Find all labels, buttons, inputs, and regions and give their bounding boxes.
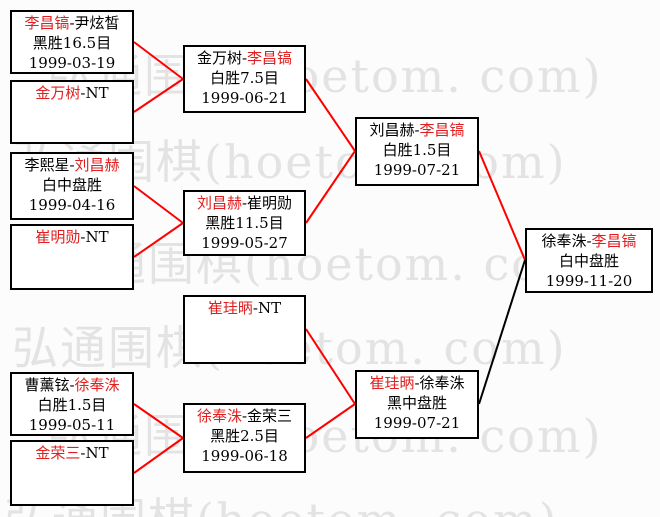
player-name: 李昌镐 (24, 14, 70, 32)
player-name: 崔珪昞 (207, 299, 253, 317)
player-name: 刘昌赫- (369, 121, 420, 139)
player-name: 金万树- (196, 49, 248, 67)
match-result: 白胜1.5目 (382, 141, 452, 159)
final-match-box: 徐奉洙-李昌镐 白中盘胜 1999-11-20 (525, 228, 653, 293)
bracket-line (133, 403, 184, 439)
bracket-line (133, 41, 184, 80)
match-date: 1999-06-18 (201, 447, 288, 465)
player-name: 李昌镐 (419, 121, 465, 139)
round1-bye-box: 崔明勋-NT (10, 224, 134, 290)
match-result: 黑胜16.5目 (32, 34, 112, 52)
player-name: -金荣三 (241, 407, 293, 425)
player-name: -崔明勋 (241, 194, 293, 212)
match-result: 黑中盘胜 (386, 394, 447, 412)
player-name: -NT (252, 299, 282, 317)
match-date: 1999-03-19 (28, 54, 116, 72)
match-players: 崔珪昞-徐奉洙 (357, 373, 477, 393)
match-players: 崔珪昞-NT (185, 298, 304, 318)
match-result: 白中盘胜 (41, 176, 102, 194)
round1-match-box: 李熙星-刘昌赫 白中盘胜 1999-04-16 (10, 152, 134, 220)
bracket-line (305, 403, 356, 439)
match-result: 黑胜11.5目 (205, 214, 284, 232)
match-result: 白胜7.5目 (210, 69, 279, 87)
player-name: 刘昌赫 (196, 194, 242, 212)
match-date: 1999-05-27 (201, 234, 288, 252)
match-players: 刘昌赫-李昌镐 (357, 120, 477, 140)
round1-bye-box: 金荣三-NT (10, 440, 134, 506)
match-players: 金荣三-NT (12, 443, 132, 463)
player-name: -NT (80, 444, 109, 462)
hoetom-watermark: 弘通围棋(hoetom. com) (48, 409, 603, 463)
match-players: 崔明勋-NT (12, 227, 132, 247)
match-players: 曹薰铉-徐奉洙 (12, 375, 132, 395)
bracket-line (133, 78, 184, 113)
match-result: 白胜1.5目 (37, 396, 107, 414)
round2-match-box: 金万树-李昌镐 白胜7.5目 1999-06-21 (183, 45, 306, 113)
match-date: 1999-07-21 (373, 161, 461, 179)
player-name: 崔明勋 (35, 228, 81, 246)
match-date: 1999-06-21 (201, 89, 288, 107)
bracket-line (133, 222, 184, 258)
match-result: 黑胜2.5目 (210, 427, 279, 445)
bracket-line (133, 185, 184, 224)
match-players: 李昌镐-尹炫皙 (12, 13, 132, 33)
match-date: 1999-11-20 (545, 272, 633, 290)
player-name: 刘昌赫 (74, 156, 120, 174)
match-players: 李熙星-刘昌赫 (12, 155, 132, 175)
semifinal-match-box: 刘昌赫-李昌镐 白胜1.5目 1999-07-21 (355, 117, 479, 186)
match-date: 1999-04-16 (28, 196, 116, 214)
hoetom-watermark: 弘通围棋(hoetom. com) (52, 237, 607, 291)
player-name: -尹炫皙 (69, 14, 120, 32)
player-name: 李熙星- (24, 156, 75, 174)
player-name: 徐奉洙 (74, 376, 120, 394)
player-name: 李昌镐 (591, 232, 637, 250)
hoetom-watermark: 弘通围棋(hoetom. com) (48, 49, 603, 103)
player-name: 金荣三 (35, 444, 81, 462)
match-players: 徐奉洙-李昌镐 (527, 231, 651, 251)
bracket-line (478, 150, 526, 261)
semifinal-match-box: 崔珪昞-徐奉洙 黑中盘胜 1999-07-21 (355, 370, 479, 439)
match-date: 1999-05-11 (28, 416, 116, 434)
player-name: 金万树 (35, 84, 81, 102)
round2-bye-box: 崔珪昞-NT (183, 295, 306, 364)
player-name: -徐奉洙 (414, 374, 465, 392)
match-players: 金万树-李昌镐 (185, 48, 304, 68)
bracket-line (133, 437, 184, 474)
match-date: 1999-07-21 (373, 414, 461, 432)
round2-match-box: 徐奉洙-金荣三 黑胜2.5目 1999-06-18 (183, 403, 306, 473)
player-name: 崔珪昞 (369, 374, 415, 392)
player-name: 李昌镐 (247, 49, 293, 67)
player-name: 曹薰铉- (24, 376, 75, 394)
round1-bye-box: 金万树-NT (10, 80, 134, 144)
match-players: 金万树-NT (12, 83, 132, 103)
player-name: -NT (80, 228, 109, 246)
bracket-line (305, 78, 356, 152)
player-name: 徐奉洙- (541, 232, 592, 250)
bracket-line (305, 150, 356, 224)
player-name: -NT (80, 84, 109, 102)
round2-match-box: 刘昌赫-崔明勋 黑胜11.5目 1999-05-27 (183, 190, 306, 256)
round1-match-box: 李昌镐-尹炫皙 黑胜16.5目 1999-03-19 (10, 10, 134, 74)
player-name: 徐奉洙 (196, 407, 242, 425)
bracket-line (305, 328, 356, 405)
match-players: 徐奉洙-金荣三 (185, 406, 304, 426)
match-result: 白中盘胜 (558, 252, 619, 270)
round1-match-box: 曹薰铉-徐奉洙 白胜1.5目 1999-05-11 (10, 372, 134, 436)
match-players: 刘昌赫-崔明勋 (185, 193, 304, 213)
bracket-line (478, 259, 526, 405)
